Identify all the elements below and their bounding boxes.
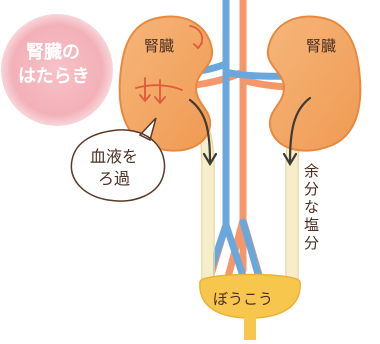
title-bubble: [1, 14, 113, 126]
left-kidney: [118, 15, 214, 152]
waste-label: 余分な塩分: [304, 162, 320, 252]
title-line-2: はたらき: [18, 66, 90, 87]
bladder: [199, 273, 301, 319]
kidney-right-label: 腎臓: [306, 37, 337, 55]
filtration-arrows: [135, 25, 204, 105]
urine-flow-arrows: [188, 96, 312, 167]
filtration-speech-bubble: [70, 117, 166, 202]
right-kidney: [266, 15, 362, 152]
bladder-label: ぼうこう: [213, 290, 274, 308]
title-line-1: 腎臓の: [26, 42, 80, 63]
filtration-label-line-1: 血液を: [90, 147, 139, 166]
kidney-left-label: 腎臓: [144, 37, 175, 55]
filtration-label-line-2: ろ過: [98, 169, 131, 188]
urethra: [244, 316, 256, 340]
